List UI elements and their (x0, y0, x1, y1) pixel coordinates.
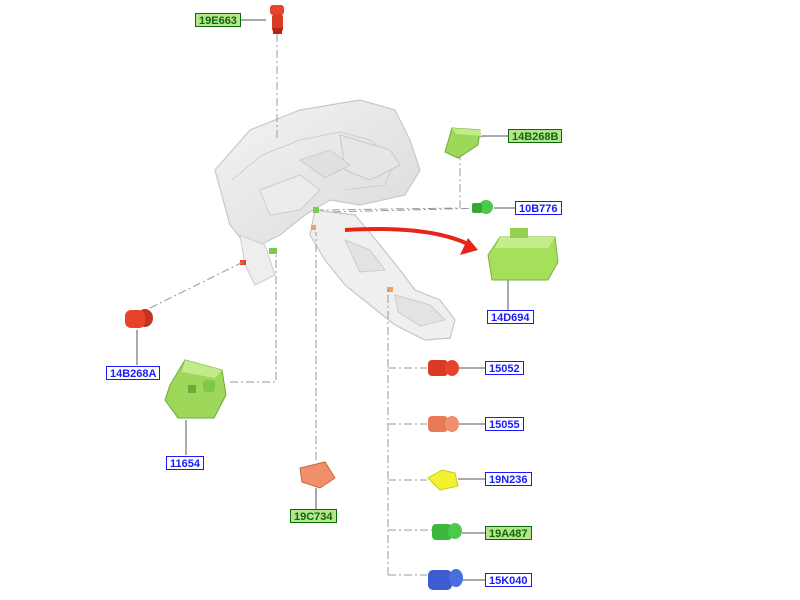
callout-14b268b: 14B268B (508, 129, 563, 143)
connector-ticks (136, 19, 515, 581)
switch-module-11654-part (164, 359, 227, 419)
connector-15055-part (428, 416, 459, 432)
callout-19a487: 19A487 (485, 526, 532, 540)
callout-15052: 15052 (485, 361, 524, 375)
socket-15k040-part (428, 569, 463, 590)
callout-15055: 15055 (485, 417, 524, 431)
socket-19n236-part (427, 469, 459, 491)
callout-19e663: 19E663 (195, 13, 241, 27)
switch-14b268a-part (125, 309, 153, 328)
bulb-socket-19e663-part (270, 5, 284, 34)
module-14d694-part (487, 228, 559, 281)
callout-15k040: 15K040 (485, 573, 532, 587)
lamp-19c734-part (299, 461, 336, 489)
switch-14b268b-part (444, 127, 482, 159)
callout-10b776: 10B776 (515, 201, 562, 215)
red-arrow (344, 227, 478, 255)
callout-14b268a: 14B268A (106, 366, 161, 380)
knob-10b776-part (472, 200, 493, 214)
callout-11654: 11654 (166, 456, 204, 470)
callout-14d694: 14D694 (487, 310, 534, 324)
socket-19a487-part (432, 523, 462, 540)
connector-15052-part (428, 360, 459, 376)
callout-19c734: 19C734 (290, 509, 337, 523)
dashboard-illustration (214, 99, 456, 341)
callout-19n236: 19N236 (485, 472, 532, 486)
